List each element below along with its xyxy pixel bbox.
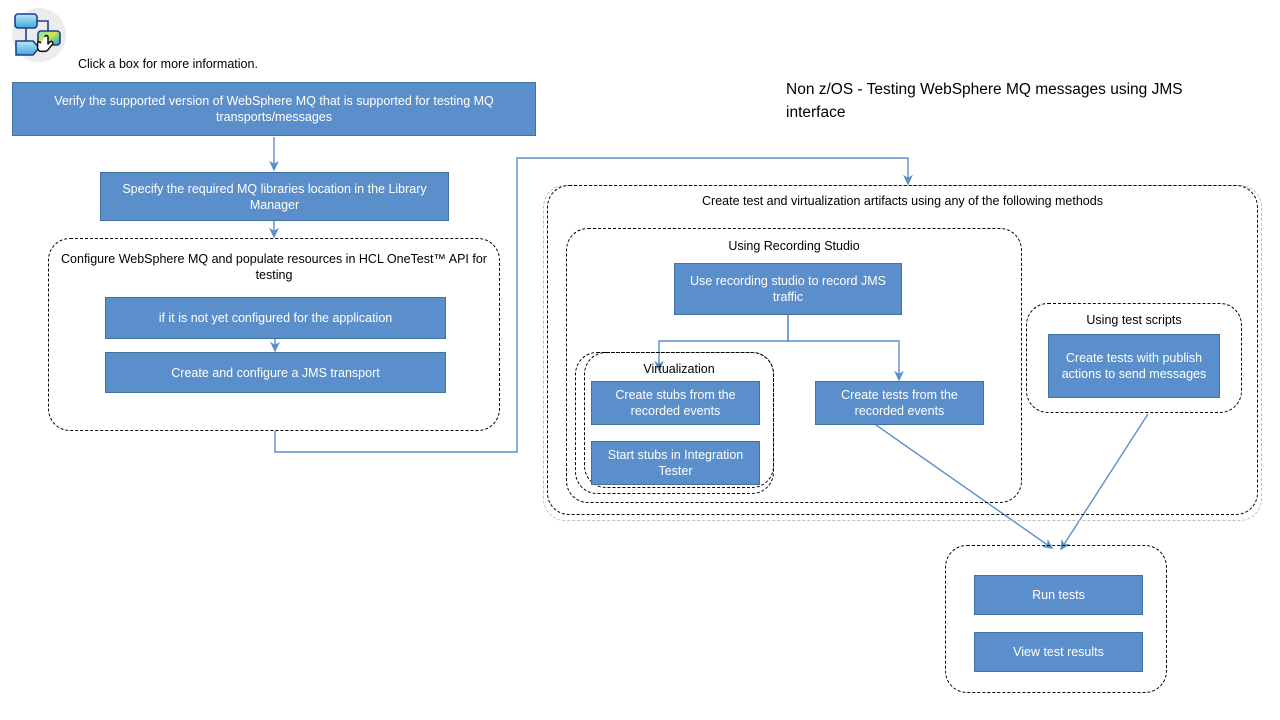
box-verify-version[interactable]: Verify the supported version of WebSpher…: [12, 82, 536, 136]
box-specify-libraries[interactable]: Specify the required MQ libraries locati…: [100, 172, 449, 221]
box-view-test-results-label: View test results: [1013, 645, 1104, 659]
group-results[interactable]: [945, 545, 1167, 693]
box-create-tests-recorded-label: Create tests from the recorded events: [841, 388, 958, 418]
group-create-artifacts-label: Create test and virtualization artifacts…: [702, 194, 1103, 208]
box-use-recording-studio-label: Use recording studio to record JMS traff…: [690, 274, 886, 304]
box-create-jms-transport-label: Create and configure a JMS transport: [171, 365, 380, 380]
page-title: Non z/OS - Testing WebSphere MQ messages…: [786, 81, 1183, 121]
box-create-tests-recorded[interactable]: Create tests from the recorded events: [815, 381, 984, 425]
box-specify-libraries-label: Specify the required MQ libraries locati…: [122, 181, 427, 212]
box-create-stubs[interactable]: Create stubs from the recorded events: [591, 381, 760, 425]
box-start-stubs[interactable]: Start stubs in Integration Tester: [591, 441, 760, 485]
box-run-tests-label: Run tests: [1032, 588, 1085, 602]
group-configure-mq-label: Configure WebSphere MQ and populate reso…: [61, 252, 487, 282]
flowchart-click-icon: [8, 7, 70, 65]
box-create-tests-publish-label: Create tests with publish actions to sen…: [1061, 351, 1207, 381]
box-not-configured[interactable]: if it is not yet configured for the appl…: [105, 297, 446, 339]
box-not-configured-label: if it is not yet configured for the appl…: [158, 311, 393, 325]
box-use-recording-studio[interactable]: Use recording studio to record JMS traff…: [674, 263, 902, 315]
group-virtualization-label: Virtualization: [643, 362, 715, 376]
group-using-test-scripts-label: Using test scripts: [1086, 313, 1182, 327]
box-create-stubs-label: Create stubs from the recorded events: [615, 388, 736, 418]
box-create-tests-publish[interactable]: Create tests with publish actions to sen…: [1048, 334, 1220, 398]
group-using-recording-studio-label: Using Recording Studio: [728, 239, 860, 253]
box-view-test-results[interactable]: View test results: [974, 632, 1143, 672]
box-start-stubs-label: Start stubs in Integration Tester: [607, 448, 744, 478]
box-run-tests[interactable]: Run tests: [974, 575, 1143, 615]
hint-line-1: Click a box for more information.: [78, 57, 258, 71]
box-verify-version-label: Verify the supported version of WebSpher…: [54, 94, 494, 124]
box-create-jms-transport[interactable]: Create and configure a JMS transport: [105, 352, 446, 393]
